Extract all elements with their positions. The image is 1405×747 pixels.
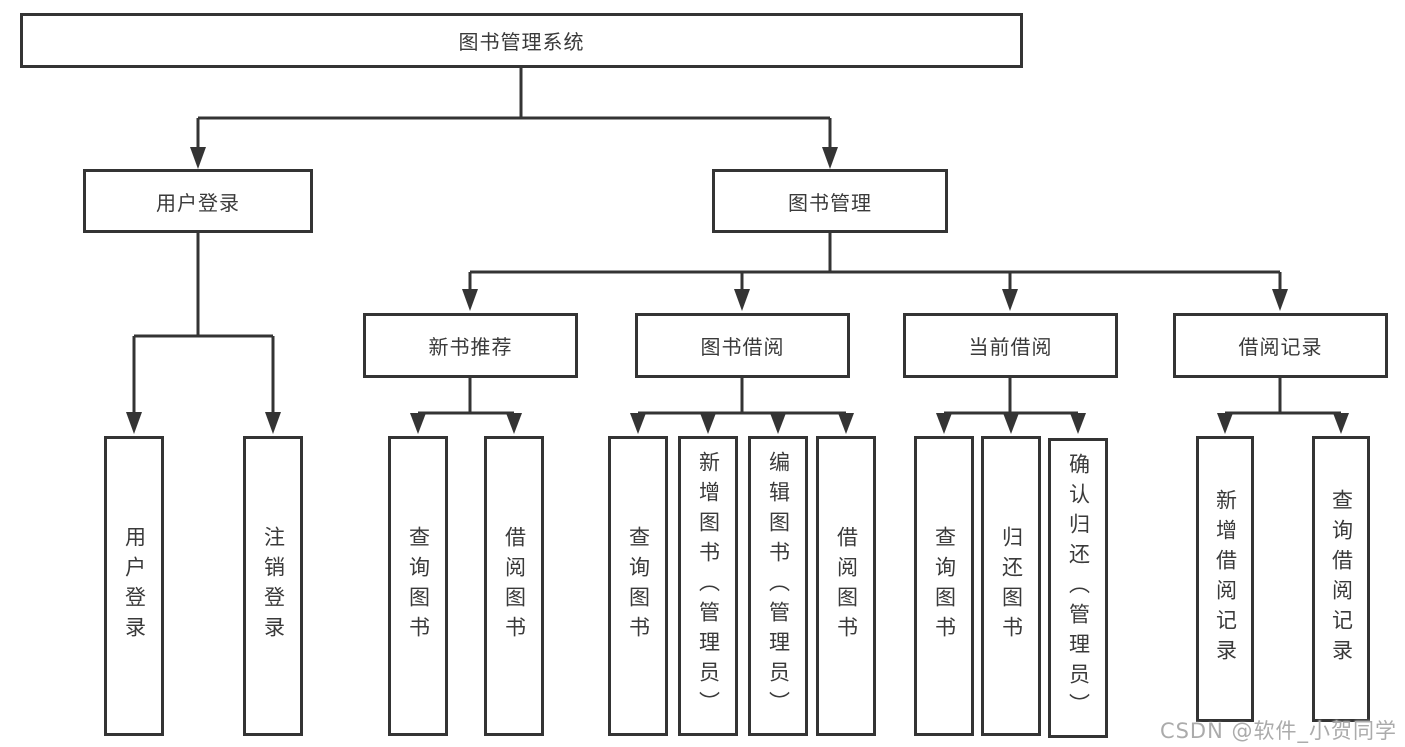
node-borrowing-records: 借阅记录 [1173,313,1388,378]
node-root-library-system: 图书管理系统 [20,13,1023,68]
leaf-logout: 注销登录 [243,436,303,736]
leaf-add-borrow-record: 新增借阅记录 [1196,436,1254,722]
leaf-add-book-admin: 新增图书（管理员） [678,436,738,736]
leaf-query-borrow-record: 查询借阅记录 [1312,436,1370,722]
leaf-confirm-return-admin: 确认归还（管理员） [1048,438,1108,738]
node-book-borrowing: 图书借阅 [635,313,850,378]
node-new-book-recommend: 新书推荐 [363,313,578,378]
node-current-borrowing: 当前借阅 [903,313,1118,378]
leaf-borrow-books: 借阅图书 [816,436,876,736]
leaf-user-login: 用户登录 [104,436,164,736]
leaf-query-books-current: 查询图书 [914,436,974,736]
leaf-borrow-books-recommend: 借阅图书 [484,436,544,736]
leaf-query-books-recommend: 查询图书 [388,436,448,736]
node-book-management: 图书管理 [712,169,948,233]
node-user-login: 用户登录 [83,169,313,233]
leaf-query-books-borrow: 查询图书 [608,436,668,736]
leaf-edit-book-admin: 编辑图书（管理员） [748,436,808,736]
watermark: CSDN @软件_小贺同学 [1159,719,1397,743]
leaf-return-book: 归还图书 [981,436,1041,736]
